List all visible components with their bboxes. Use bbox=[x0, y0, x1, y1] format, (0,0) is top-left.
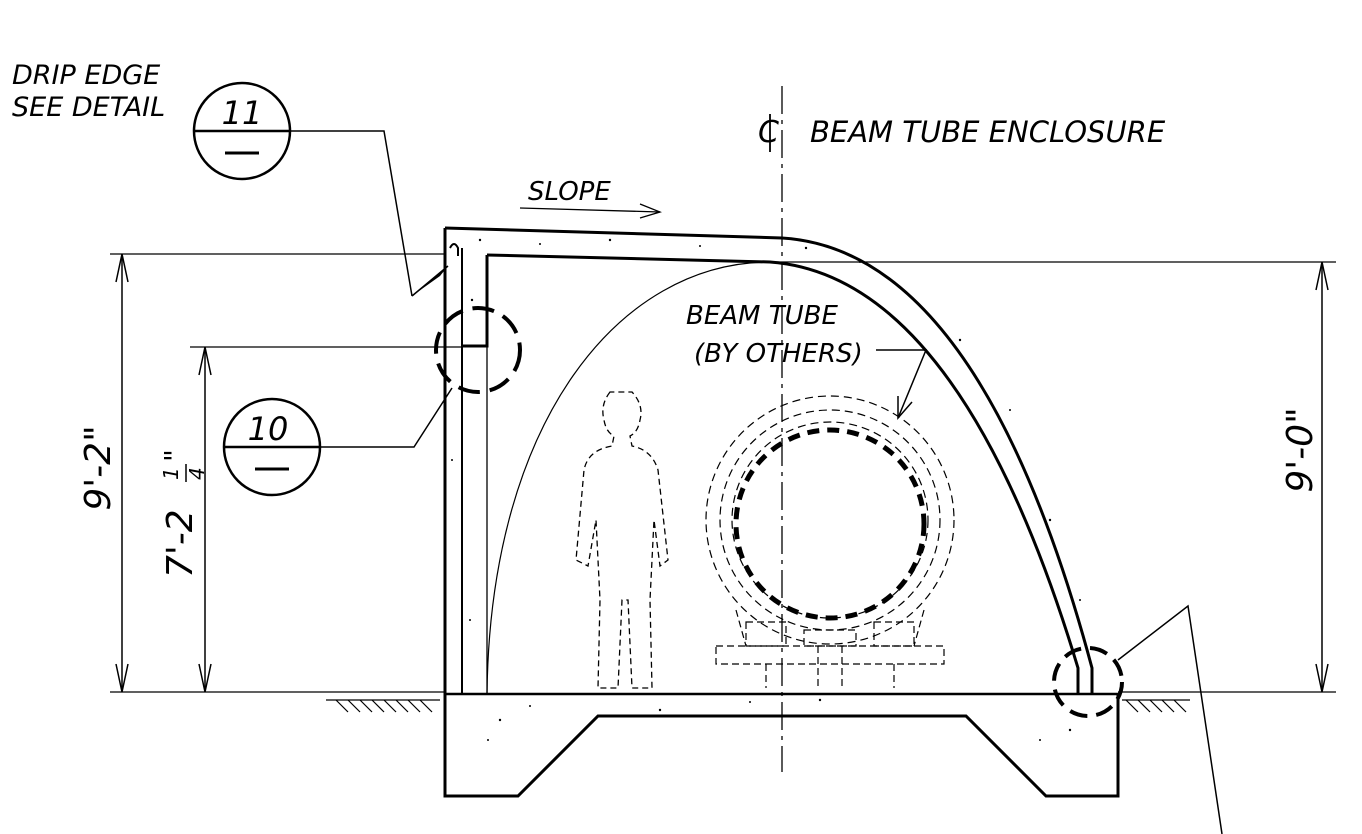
dim-overall-height-right: 9'-0" bbox=[1280, 407, 1321, 492]
detail-10-callout[interactable]: 10 bbox=[222, 387, 453, 497]
beam-tube-pipe bbox=[733, 427, 927, 621]
slope-arrow-head bbox=[639, 203, 662, 219]
slope-label: SLOPE bbox=[528, 177, 611, 207]
detail-10-leader bbox=[320, 387, 453, 448]
beam-tube-supports bbox=[715, 609, 945, 688]
earth-hatch-right bbox=[1122, 699, 1190, 713]
dim-overall-height-left: 9'-2" bbox=[78, 425, 119, 510]
enclosure-structure bbox=[443, 226, 1094, 741]
detail-11-bubble[interactable]: 11 bbox=[192, 81, 292, 181]
dimension-left-overall: 9'-2" bbox=[78, 253, 445, 693]
slope-indicator: SLOPE bbox=[519, 177, 662, 219]
dimension-left-inner: 7'-2 1 4 " bbox=[158, 346, 462, 693]
centerline: C BEAM TUBE ENCLOSURE bbox=[758, 86, 1166, 772]
beam-tube-label-group: BEAM TUBE (BY OTHERS) bbox=[686, 301, 928, 420]
drip-edge-label-line2: SEE DETAIL bbox=[12, 92, 165, 123]
base-detail-leader bbox=[1117, 604, 1223, 834]
outer-roof-arch bbox=[444, 226, 1094, 694]
base-detail-area-circle[interactable] bbox=[1052, 646, 1124, 718]
drip-edge-return bbox=[462, 255, 489, 348]
clearance-envelope-left bbox=[486, 261, 771, 695]
beam-tube-label-line1: BEAM TUBE bbox=[686, 301, 838, 331]
beam-tube-outer-envelope bbox=[705, 395, 955, 645]
drip-edge-callout: DRIP EDGE SEE DETAIL 11 bbox=[12, 60, 449, 297]
inner-roof-arch bbox=[486, 253, 1080, 694]
detail-10-area-circle[interactable] bbox=[434, 306, 522, 394]
foundation-slab bbox=[110, 691, 1336, 798]
dim-inner-height-inch-mark: " bbox=[158, 449, 191, 462]
beam-tube bbox=[705, 395, 955, 645]
drip-groove bbox=[449, 243, 459, 256]
centerline-title: BEAM TUBE ENCLOSURE bbox=[810, 115, 1166, 149]
dim-inner-height-fraction-num: 1 bbox=[159, 467, 183, 480]
earth-hatch-left bbox=[326, 699, 440, 713]
beam-tube-leader bbox=[876, 349, 928, 419]
drip-edge-label-line1: DRIP EDGE bbox=[12, 60, 160, 91]
human-figure-outline bbox=[575, 391, 669, 689]
dim-inner-height-left: 7'-2 bbox=[160, 509, 201, 578]
dim-inner-height-fraction-den: 4 bbox=[185, 467, 209, 480]
centerline-symbol: C bbox=[758, 115, 779, 150]
drip-edge-leader bbox=[290, 130, 413, 297]
detail-10-number: 10 bbox=[248, 410, 289, 448]
dimension-right-overall: 9'-0" bbox=[770, 261, 1336, 693]
concrete-hatch bbox=[451, 238, 1081, 741]
slab-outline bbox=[443, 694, 1120, 798]
beam-tube-label-line2: (BY OTHERS) bbox=[694, 339, 863, 369]
detail-11-number: 11 bbox=[222, 94, 263, 132]
